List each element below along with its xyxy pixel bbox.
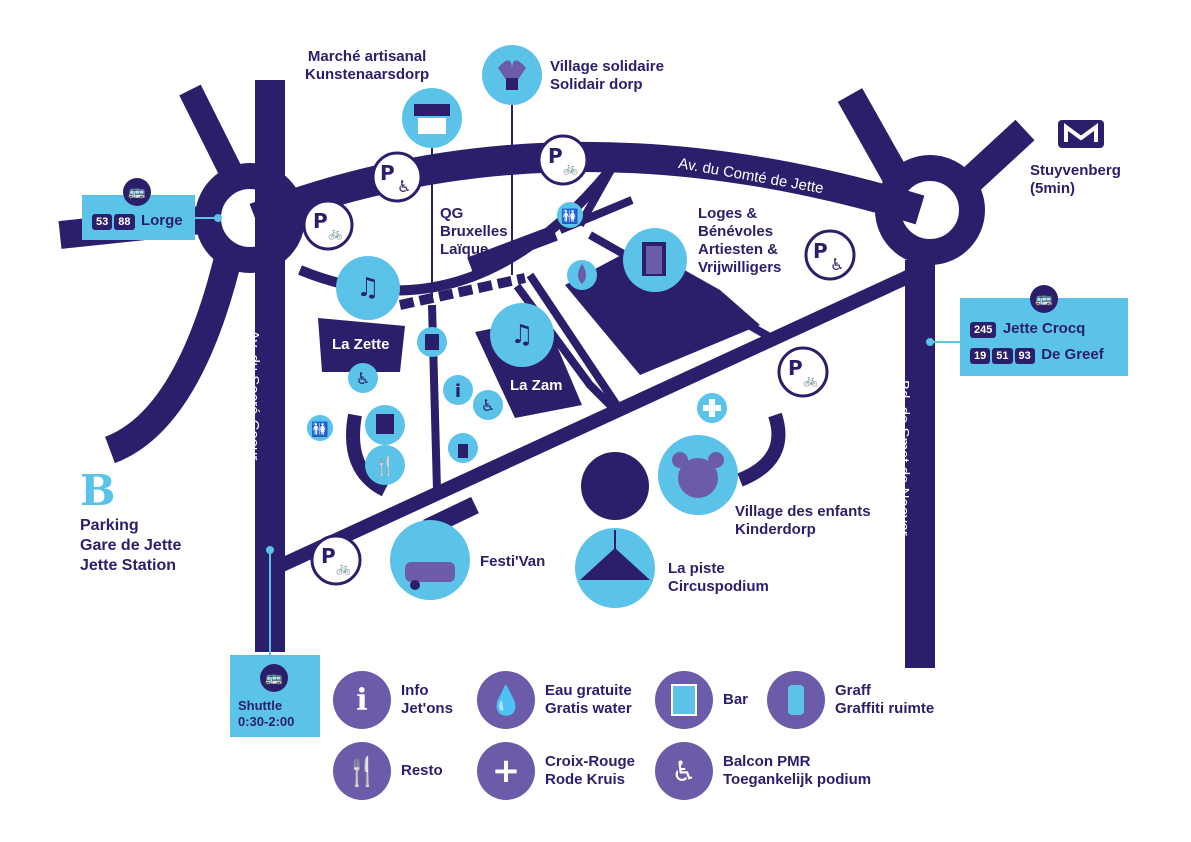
- svg-text:♫: ♫: [356, 273, 379, 303]
- bus-icon: 🚌: [1030, 285, 1058, 313]
- road-left-spoke-c: [179, 84, 246, 186]
- label-la-zam: La Zam: [510, 377, 563, 394]
- parking-bike-icon-1: [537, 134, 589, 186]
- line-badge: 53: [92, 214, 113, 230]
- poi-circles: ♫ ♫ 🚻 i ♿ ♿ 🚻 🍴: [307, 45, 738, 608]
- stop-name: Jette Crocq: [1002, 320, 1086, 337]
- stop-name: De Greef: [1041, 346, 1104, 363]
- parking-bike-icon-3: [777, 346, 829, 398]
- road-left-spoke-b: [104, 246, 244, 464]
- water-drop-icon: 💧: [477, 671, 535, 729]
- fork-knife-icon: 🍴: [333, 742, 391, 800]
- svg-text:♿: ♿: [481, 396, 495, 415]
- la-zette-icon: [336, 256, 400, 320]
- parking-bike-icon-4: [310, 534, 362, 586]
- bus-icon: 🚌: [260, 664, 288, 692]
- street-smet-de-naeyer: Bd. de Smet de Naeyer: [895, 380, 912, 536]
- wc-icon-top: [557, 202, 583, 228]
- svg-text:P: P: [321, 544, 336, 568]
- svg-text:♫: ♫: [510, 320, 533, 350]
- dashed-path: [398, 273, 527, 310]
- svg-text:P: P: [813, 239, 828, 263]
- roundabout-right: [875, 155, 985, 265]
- resto-icon-map: [365, 445, 405, 485]
- road-inner-5: [526, 272, 624, 413]
- svg-text:♿: ♿: [830, 255, 844, 274]
- road-inner-6: [576, 166, 616, 227]
- enfants-curve: [737, 412, 786, 487]
- label-festivan: Festi'Van: [480, 553, 546, 570]
- spray-can-icon: [767, 671, 825, 729]
- stop-name: Lorge: [140, 212, 183, 229]
- svg-text:🚲: 🚲: [563, 161, 578, 175]
- cup-icon: [655, 671, 713, 729]
- bus-icon: 🚌: [123, 178, 151, 206]
- svg-text:P: P: [548, 144, 563, 168]
- svg-text:🚻: 🚻: [561, 208, 578, 225]
- road-diagonal: [279, 268, 915, 572]
- sncb-b-logo: B: [80, 466, 116, 515]
- festivan-icon: [390, 520, 470, 600]
- svg-text:♿: ♿: [397, 177, 411, 196]
- svg-text:🍴: 🍴: [374, 455, 396, 477]
- piste-dark-circle: [581, 452, 649, 520]
- wheelchair-icon-map-1: [473, 390, 503, 420]
- svg-text:♿: ♿: [356, 369, 370, 388]
- svg-text:🚲: 🚲: [328, 226, 343, 240]
- street-sacre-coeur: Av. du Sacré-Coeur: [245, 330, 262, 461]
- line-badge: 51: [992, 348, 1013, 364]
- parking-pmr-icon-2: [804, 229, 856, 281]
- wc-icon-left: [307, 415, 333, 441]
- svg-text:🚲: 🚲: [336, 561, 351, 575]
- info-icon: i: [333, 671, 391, 729]
- label-metro: Stuyvenberg(5min): [1030, 162, 1121, 197]
- parking-bike-icon-2: [302, 199, 354, 251]
- road-right-spoke-a: [837, 88, 908, 182]
- svg-text:P: P: [380, 161, 395, 185]
- la-zam-icon: [490, 303, 554, 367]
- cross-icon: +: [477, 742, 535, 800]
- svg-text:i: i: [455, 381, 461, 402]
- wheelchair-icon: ♿: [655, 742, 713, 800]
- zette-curve: [346, 413, 389, 497]
- la-zette-block: [318, 318, 405, 372]
- svg-text:🚲: 🚲: [803, 373, 818, 387]
- metro-icon: [1058, 120, 1104, 148]
- svg-text:🚻: 🚻: [311, 421, 328, 438]
- parking-icons: [302, 134, 856, 586]
- info-icon-map: [443, 375, 473, 405]
- legend-bar: Bar: [655, 671, 748, 729]
- line-badge: 88: [114, 214, 135, 230]
- label-la-zette: La Zette: [332, 336, 390, 353]
- svg-text:P: P: [313, 209, 328, 233]
- line-badge: 93: [1014, 348, 1035, 364]
- line-badge: 19: [970, 348, 991, 364]
- svg-text:P: P: [788, 356, 803, 380]
- loges-block: [565, 245, 760, 375]
- parking-pmr-icon-1: [371, 151, 423, 203]
- line-badge: 245: [970, 322, 997, 338]
- wheelchair-icon-map-2: [348, 363, 378, 393]
- legend-resto: 🍴 Resto: [333, 742, 443, 800]
- crocq-row: 245 Jette Crocq: [970, 320, 1085, 338]
